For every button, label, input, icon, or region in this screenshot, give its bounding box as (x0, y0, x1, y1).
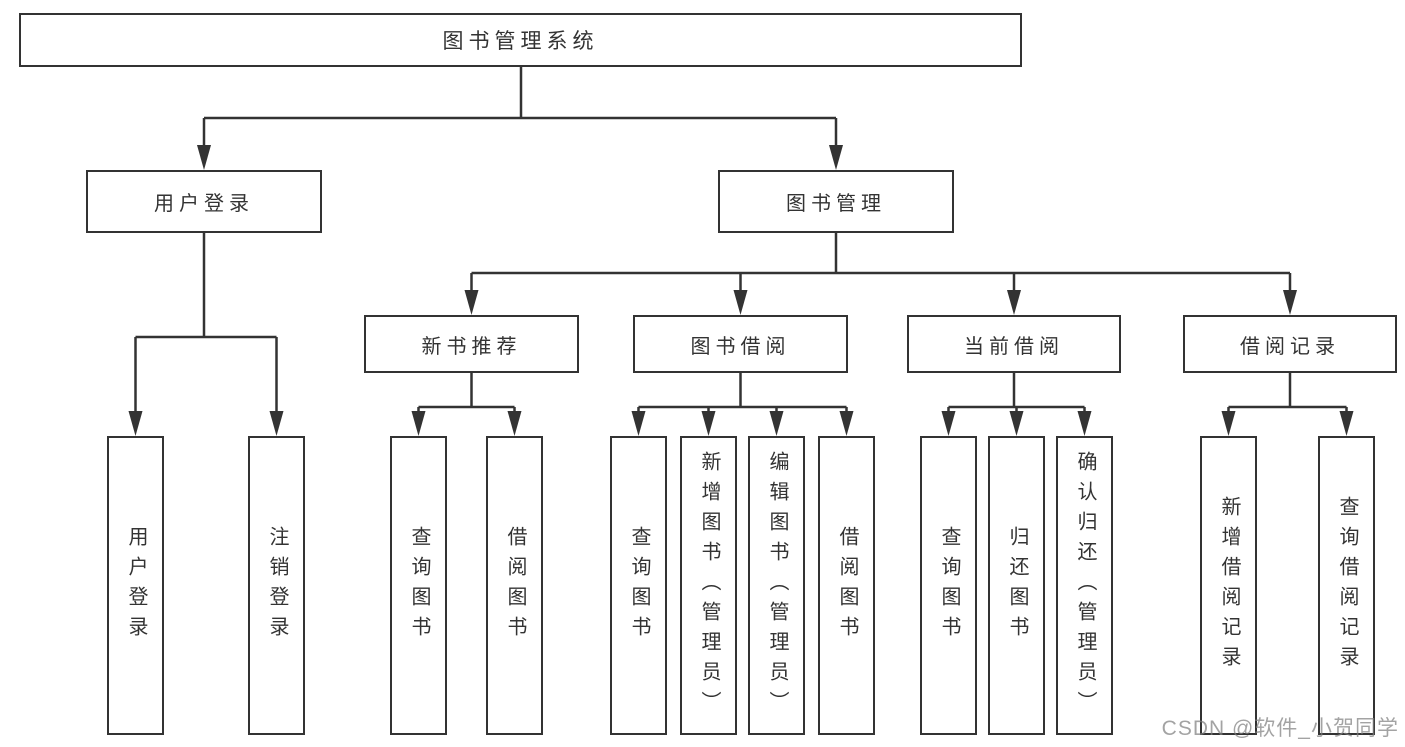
leaf-recommend-borrow-book: 借阅图书 (486, 436, 543, 735)
leaf-user-login-label: 用户登录 (125, 525, 147, 646)
node-user-login: 用户登录 (86, 170, 322, 233)
leaf-current-confirm-return-admin-label: 确认归还（管理员） (1074, 450, 1096, 721)
connector-bookmgmt-to-level3 (470, 233, 1292, 292)
node-current-borrow: 当前借阅 (907, 315, 1121, 373)
leaf-recommend-borrow-book-label: 借阅图书 (504, 525, 526, 646)
leaf-current-confirm-return-admin: 确认归还（管理员） (1056, 436, 1113, 735)
leaf-records-add-record: 新增借阅记录 (1200, 436, 1257, 735)
leaf-borrow-query-book: 查询图书 (610, 436, 667, 735)
csdn-watermark: CSDN @软件_小贺同学 (1161, 717, 1399, 740)
connector-root-to-level2 (202, 67, 838, 147)
node-book-management-label: 图书管理 (786, 193, 886, 215)
node-root-label: 图书管理系统 (442, 30, 599, 53)
leaf-records-query-record: 查询借阅记录 (1318, 436, 1375, 735)
connector-userlogin-to-leaves (134, 233, 278, 413)
node-book-management: 图书管理 (718, 170, 954, 233)
node-current-borrow-label: 当前借阅 (964, 335, 1064, 358)
leaf-borrow-add-book-admin: 新增图书（管理员） (680, 436, 737, 735)
node-book-borrow-label: 图书借阅 (690, 335, 791, 358)
leaf-records-query-record-label: 查询借阅记录 (1336, 495, 1358, 676)
connector-records-to-leaves (1227, 373, 1348, 413)
leaf-borrow-query-book-label: 查询图书 (628, 525, 650, 646)
node-book-borrow: 图书借阅 (633, 315, 848, 373)
leaf-borrow-edit-book-admin-label: 编辑图书（管理员） (766, 450, 788, 721)
leaf-recommend-query-book-label: 查询图书 (408, 525, 430, 646)
leaf-logout: 注销登录 (248, 436, 305, 735)
node-root: 图书管理系统 (19, 13, 1022, 67)
leaf-current-return-book: 归还图书 (988, 436, 1045, 735)
leaf-records-add-record-label: 新增借阅记录 (1218, 495, 1240, 676)
connector-current-to-leaves (947, 373, 1086, 413)
arrowheads (128, 145, 1354, 436)
leaf-current-return-book-label: 归还图书 (1006, 525, 1028, 646)
leaf-borrow-borrow-book-label: 借阅图书 (836, 525, 858, 646)
leaf-current-query-book-label: 查询图书 (938, 525, 960, 646)
node-borrow-records: 借阅记录 (1183, 315, 1397, 373)
leaf-user-login: 用户登录 (107, 436, 164, 735)
node-new-book-recommend: 新书推荐 (364, 315, 579, 373)
leaf-recommend-query-book: 查询图书 (390, 436, 447, 735)
leaf-borrow-borrow-book: 借阅图书 (818, 436, 875, 735)
node-user-login-label: 用户登录 (154, 193, 254, 215)
connector-borrow-to-leaves (637, 373, 848, 413)
node-new-book-recommend-label: 新书推荐 (421, 335, 522, 358)
leaf-current-query-book: 查询图书 (920, 436, 977, 735)
connector-recommend-to-leaves (417, 373, 516, 413)
leaf-borrow-add-book-admin-label: 新增图书（管理员） (698, 450, 720, 721)
leaf-logout-label: 注销登录 (266, 525, 288, 646)
node-borrow-records-label: 借阅记录 (1240, 335, 1340, 358)
leaf-borrow-edit-book-admin: 编辑图书（管理员） (748, 436, 805, 735)
